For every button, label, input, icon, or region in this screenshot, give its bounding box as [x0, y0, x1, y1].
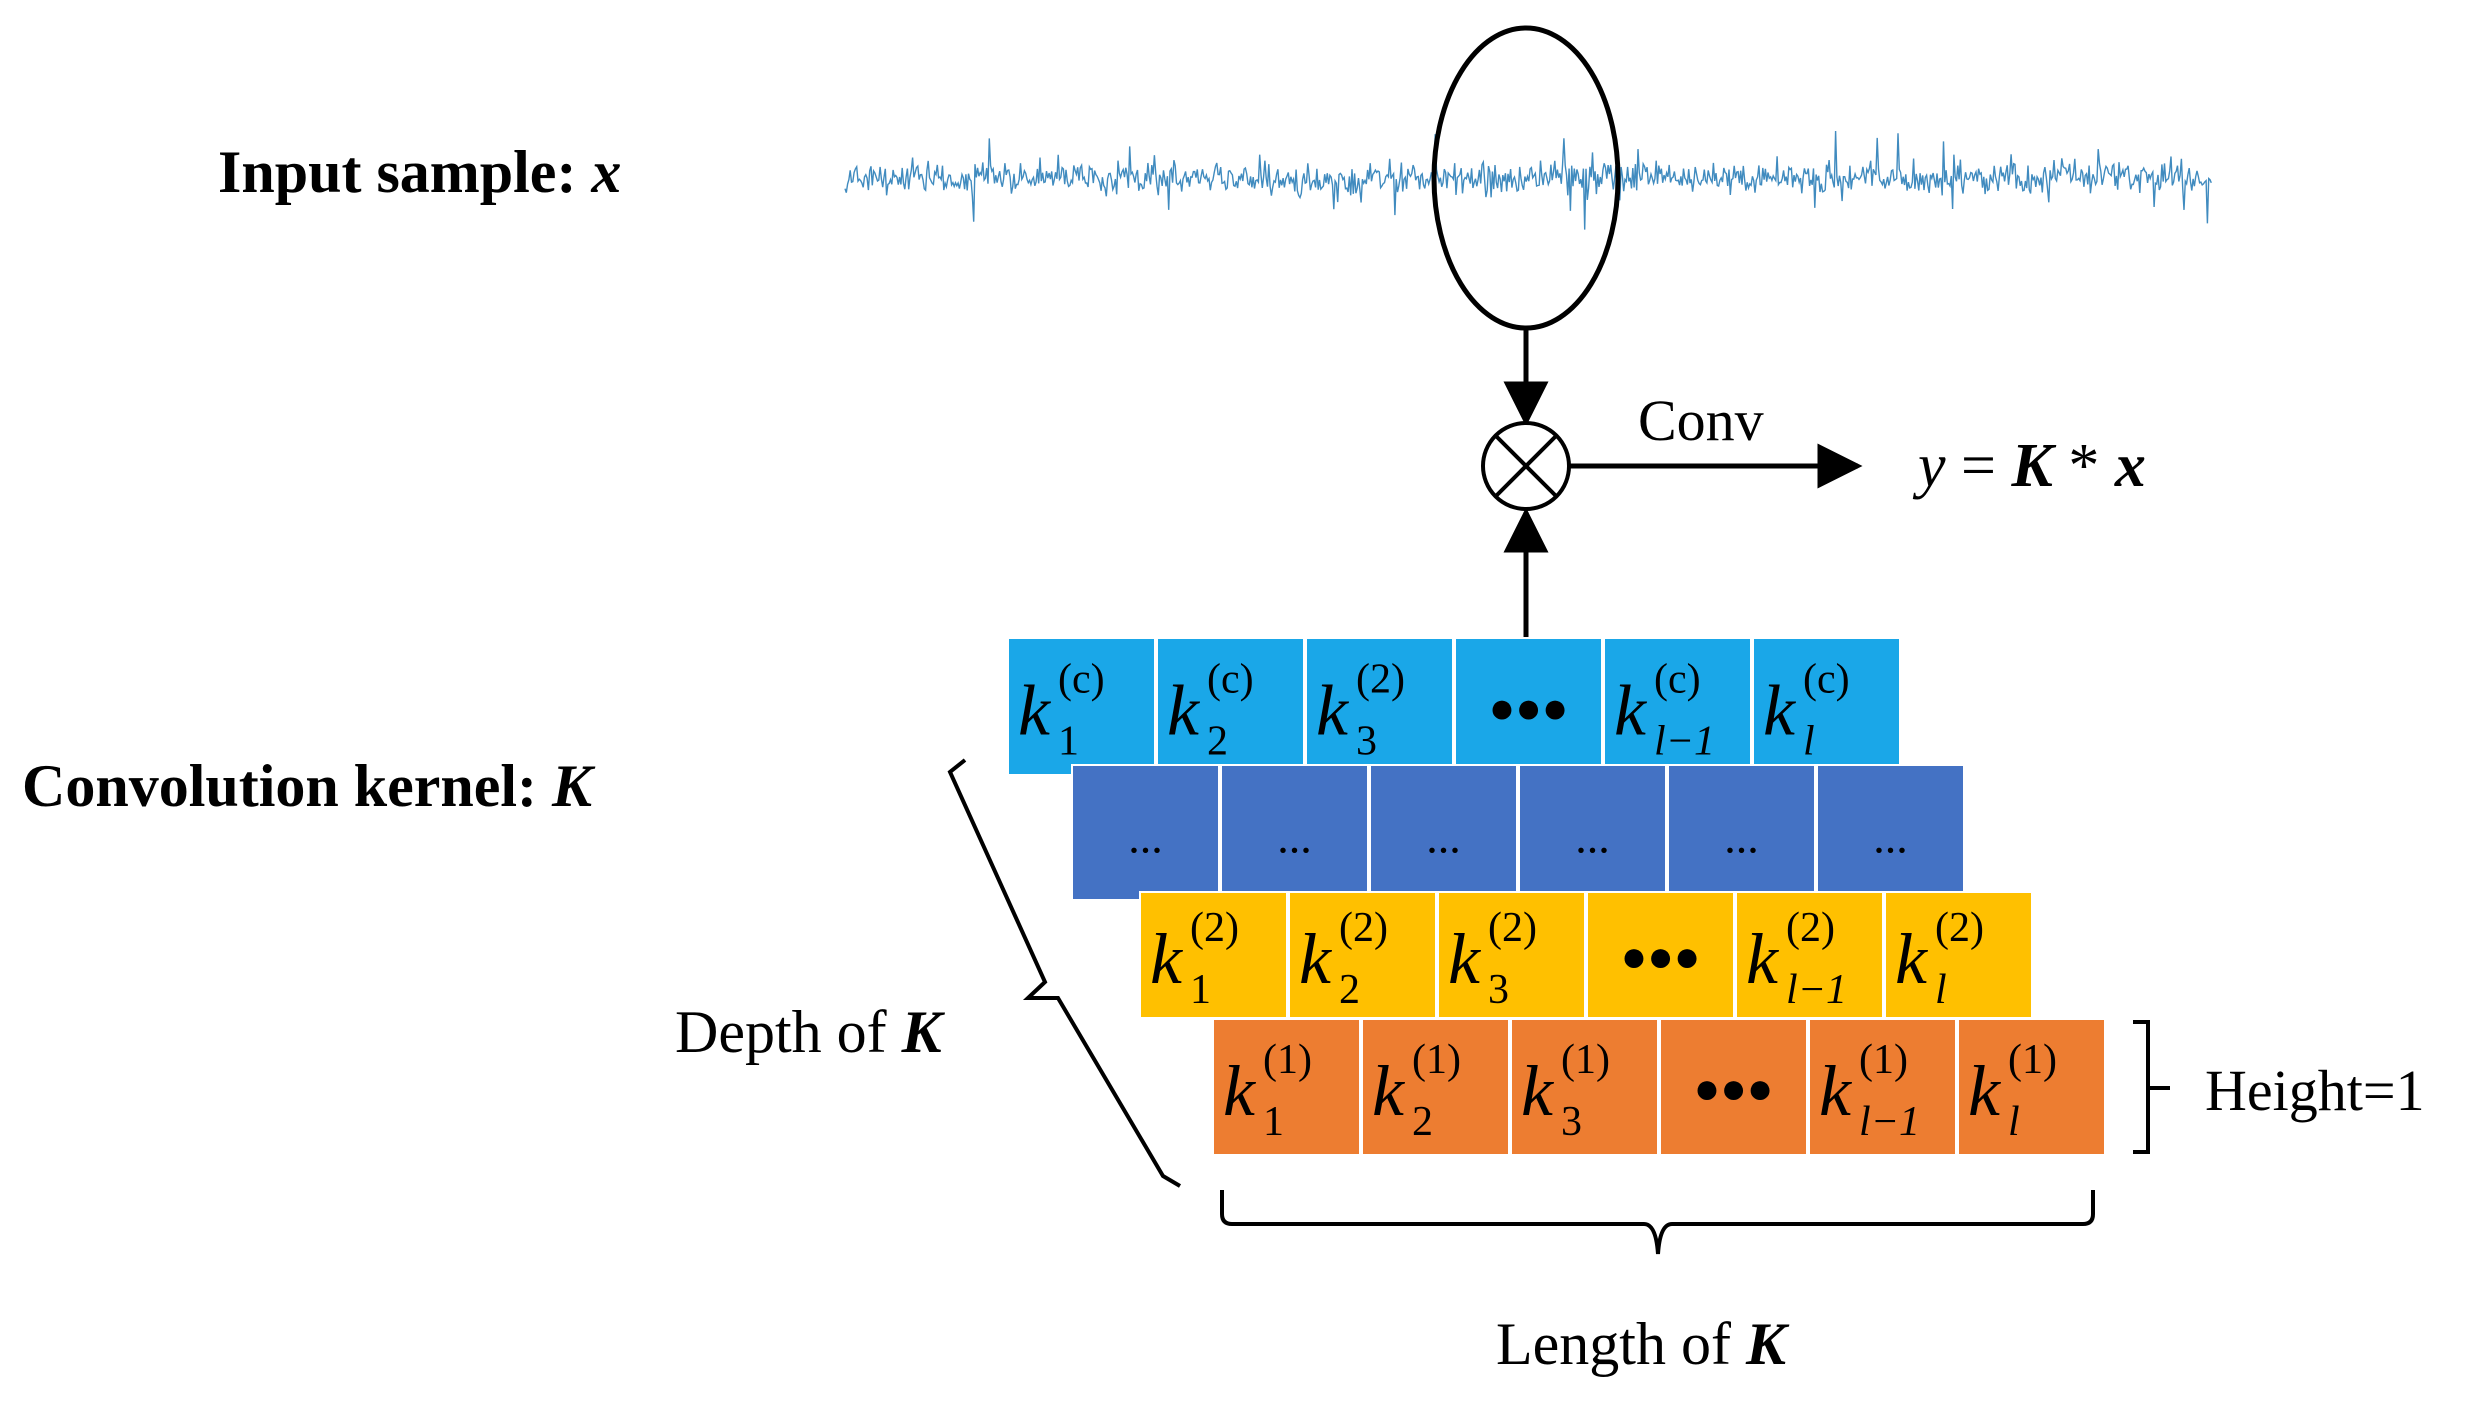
kernel-cell-superscript: (c) [1803, 657, 1850, 703]
kernel-cell-subscript: 1 [1190, 967, 1211, 1013]
kernel-cell-subscript: l−1 [1859, 1099, 1920, 1145]
kernel-cell-base: k [1819, 1051, 1853, 1131]
kernel-cell-superscript: (c) [1058, 657, 1105, 703]
height-label: Height=1 [2205, 1058, 2425, 1123]
kernel-cell-superscript: (1) [1859, 1037, 1908, 1083]
kernel-cell-superscript: (1) [1561, 1037, 1610, 1083]
kernel-cell-dots: ●●● [1694, 1064, 1774, 1113]
kernel-cell [1288, 891, 1437, 1019]
kernel-cell [1816, 764, 1965, 901]
kernel-cell [1808, 1018, 1957, 1156]
kernel-cell-subscript: 3 [1356, 719, 1377, 765]
kernel-cell-base: k [1521, 1051, 1555, 1131]
kernel-cell [1212, 1018, 1361, 1156]
kernel-cell [1518, 764, 1667, 901]
kernel-cell-base: k [1316, 671, 1350, 751]
kernel-cell-ellipsis: ... [1575, 812, 1610, 863]
kernel-cell-superscript: (1) [2008, 1037, 2057, 1083]
kernel-cell [1884, 891, 2033, 1019]
kernel-cell-base: k [1167, 671, 1201, 751]
kernel-cell-base: k [1299, 919, 1333, 999]
depth-brace [947, 758, 1182, 1188]
kernel-cell-superscript: (1) [1412, 1037, 1461, 1083]
kernel-cell-base: k [1895, 919, 1929, 999]
kernel-cell-ellipsis: ... [1277, 812, 1312, 863]
kernel-cell [1586, 891, 1735, 1019]
kernel-cell [1071, 764, 1220, 901]
kernel-cell-ellipsis: ... [1873, 812, 1908, 863]
kernel-cell-subscript: l [1935, 967, 1947, 1013]
kernel-cell-superscript: (2) [1786, 905, 1835, 951]
kernel-cell-base: k [1223, 1051, 1257, 1131]
kernel-cell-base: k [1372, 1051, 1406, 1131]
kernel-cell [1305, 637, 1454, 776]
kernel-cell-superscript: (2) [1935, 905, 1984, 951]
kernel-cell [1156, 637, 1305, 776]
kernel-cell-superscript: (2) [1356, 657, 1405, 703]
input-signal-waveform [844, 130, 2212, 230]
kernel-cell-base: k [1746, 919, 1780, 999]
kernel-cell-subscript: l [1803, 719, 1815, 765]
kernel-cell-subscript: 2 [1339, 967, 1360, 1013]
kernel-cell [1603, 637, 1752, 776]
kernel-cell-base: k [1018, 671, 1052, 751]
depth-label: Depth of K [675, 999, 946, 1065]
kernel-cell-base: k [1448, 919, 1482, 999]
height-bracket [2133, 1020, 2170, 1154]
kernel-cell-dots: ●●● [1621, 932, 1701, 981]
kernel-cell-subscript: 2 [1412, 1099, 1433, 1145]
kernel-cell-ellipsis: ... [1426, 812, 1461, 863]
kernel-cell-superscript: (2) [1488, 905, 1537, 951]
kernel-cell-dots: ●●● [1489, 684, 1569, 733]
kernel-cell-base: k [1968, 1051, 2002, 1131]
kernel-cell-base: k [1614, 671, 1648, 751]
kernel-cell [1735, 891, 1884, 1019]
convolution-operator-icon [1481, 421, 1571, 511]
kernel-cell-superscript: (c) [1207, 657, 1254, 703]
kernel-cell [1437, 891, 1586, 1019]
signal-trace [844, 130, 2212, 230]
kernel-cell [1361, 1018, 1510, 1156]
conv-label: Conv [1638, 388, 1764, 453]
convolution-kernel-label: Convolution kernel: K [22, 753, 596, 819]
kernel-cell-subscript: 3 [1561, 1099, 1582, 1145]
kernel-cell [1667, 764, 1816, 901]
kernel-cell [1139, 891, 1288, 1019]
length-brace [1220, 1190, 2095, 1255]
kernel-cell-subscript: 2 [1207, 719, 1228, 765]
kernel-cell-base: k [1763, 671, 1797, 751]
kernel-cell [1510, 1018, 1659, 1156]
kernel-cell [1369, 764, 1518, 901]
kernel-cell-ellipsis: ... [1128, 812, 1163, 863]
output-equation: y = K * x [1912, 432, 2146, 500]
kernel-cell-subscript: l−1 [1786, 967, 1847, 1013]
kernel-cell-ellipsis: ... [1724, 812, 1759, 863]
length-label: Length of K [1496, 1311, 1790, 1377]
kernel-layer-mid: .................. [1071, 764, 1965, 901]
input-sample-label: Input sample: x [218, 139, 621, 205]
kernel-cell [1220, 764, 1369, 901]
kernel-cell [1752, 637, 1901, 776]
kernel-cell-subscript: l [2008, 1099, 2020, 1145]
kernel-cell [1659, 1018, 1808, 1156]
kernel-cell-base: k [1150, 919, 1184, 999]
kernel-cell-superscript: (2) [1190, 905, 1239, 951]
kernel-cell-superscript: (1) [1263, 1037, 1312, 1083]
kernel-cell-subscript: 1 [1058, 719, 1079, 765]
kernel-cell-subscript: l−1 [1654, 719, 1715, 765]
kernel-cell-subscript: 1 [1263, 1099, 1284, 1145]
kernel-cell [1454, 637, 1603, 776]
kernel-cell [1957, 1018, 2106, 1156]
kernel-cell-subscript: 3 [1488, 967, 1509, 1013]
kernel-cell-superscript: (c) [1654, 657, 1701, 703]
kernel-cell-superscript: (2) [1339, 905, 1388, 951]
